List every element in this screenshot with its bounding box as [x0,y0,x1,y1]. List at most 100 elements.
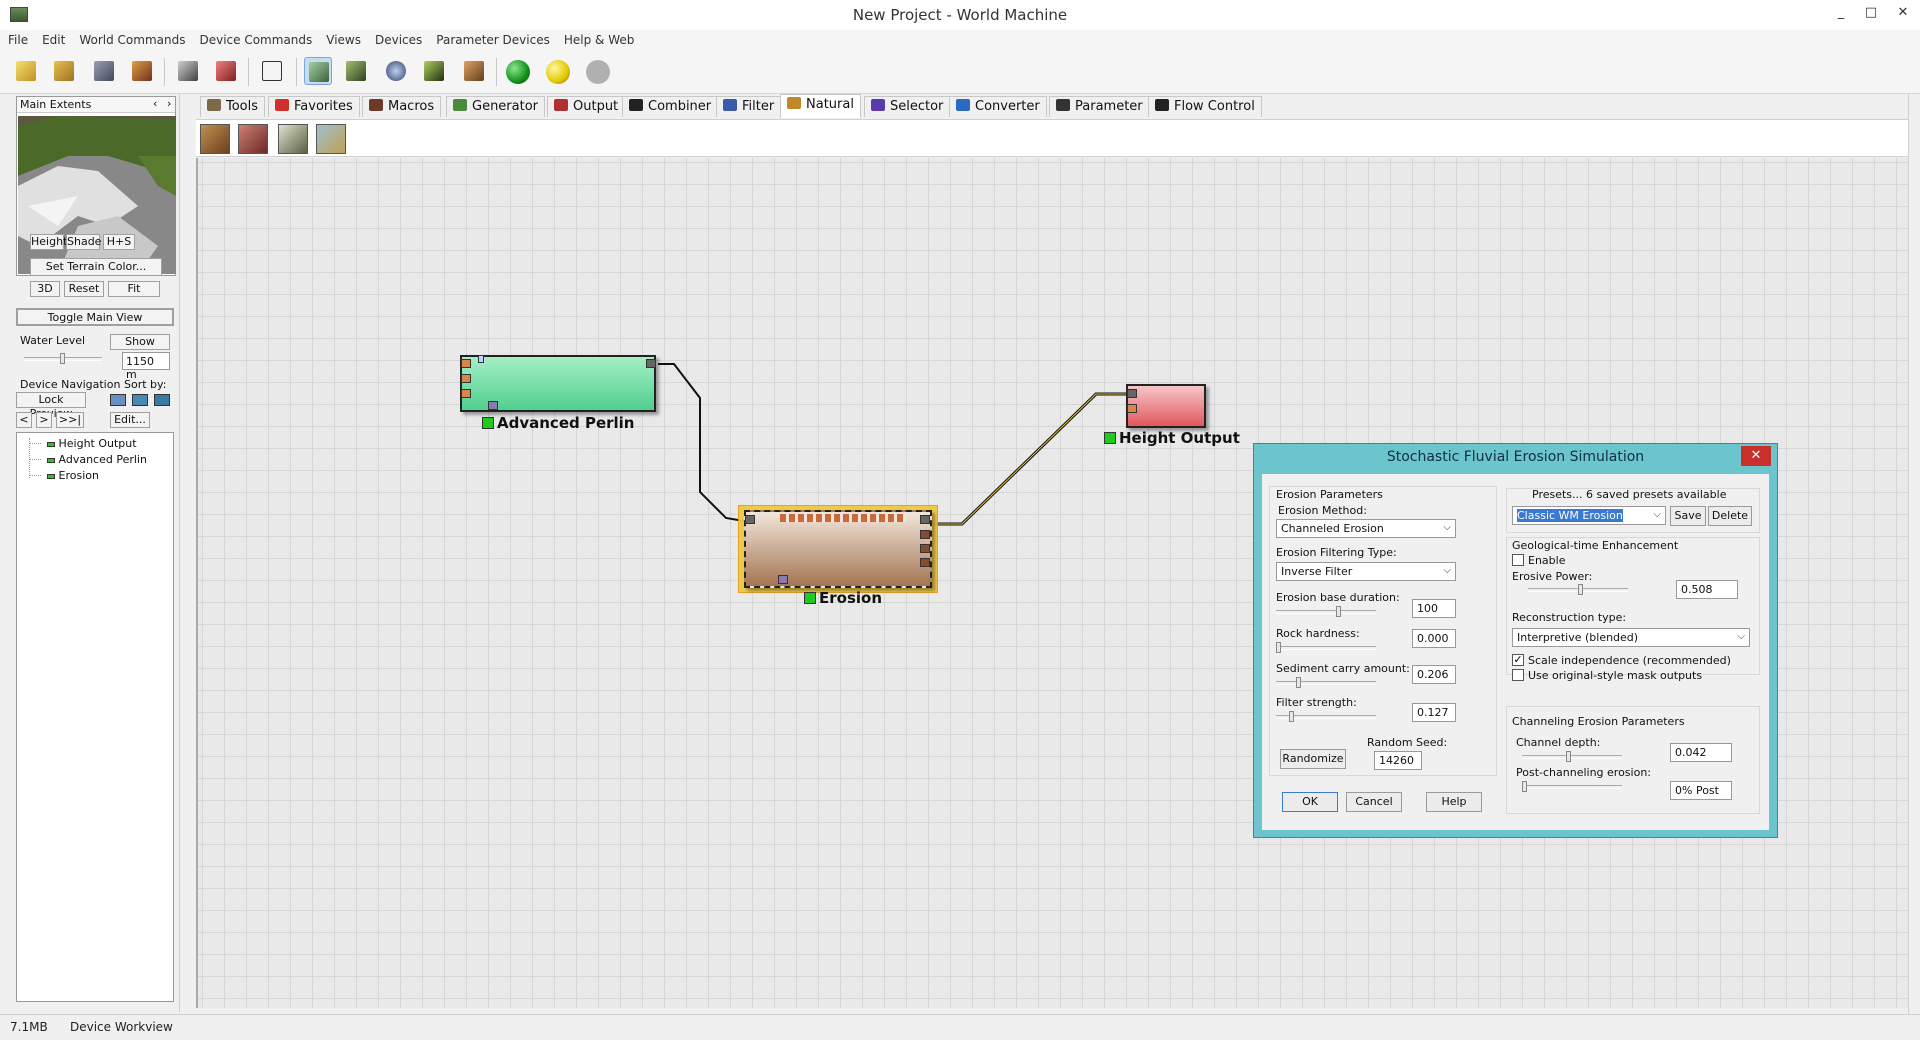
output-port[interactable] [920,558,930,567]
3d-button[interactable]: 3D [30,281,60,297]
build-gray-icon[interactable] [586,60,610,84]
water-level-field[interactable]: 1150 m [122,352,170,381]
height-output-node[interactable] [1126,384,1206,428]
menu-edit[interactable]: Edit [42,33,66,47]
preset-delete-button[interactable]: Delete [1708,506,1752,526]
rock-hardness-slider[interactable] [1276,642,1376,653]
coastal-erosion-icon[interactable] [316,124,346,154]
mask-port[interactable] [488,401,498,410]
build-green-icon[interactable] [506,60,530,84]
tab-generator[interactable]: Generator [446,96,546,117]
base-duration-field[interactable]: 100 [1412,599,1456,618]
menu-views[interactable]: Views [326,33,361,47]
menu-device-commands[interactable]: Device Commands [199,33,313,47]
input-port[interactable] [1127,404,1137,413]
input-port[interactable] [461,389,471,398]
workview-icon[interactable] [304,57,332,85]
input-port[interactable] [745,515,755,524]
mask-port[interactable] [778,575,788,584]
preset-save-button[interactable]: Save [1670,506,1706,526]
tab-flow-control[interactable]: Flow Control [1148,96,1262,117]
tree-item[interactable]: Height Output [29,437,137,450]
snowfall-icon[interactable] [278,124,308,154]
reconstruction-select[interactable]: Interpretive (blended)⌵ [1512,628,1750,647]
close-window-button[interactable]: ✕ [1897,5,1909,20]
cancel-button[interactable]: Cancel [1346,792,1402,812]
new-project-icon[interactable] [12,57,40,85]
nav-back-button[interactable]: < [16,412,32,428]
height-view-button[interactable]: Height [30,234,68,250]
post-channel-slider[interactable] [1522,781,1622,792]
thermal-erosion-icon[interactable] [238,124,268,154]
tab-macros[interactable]: Macros [362,96,442,117]
tree-item[interactable]: Erosion [29,469,99,482]
sediment-slider[interactable] [1276,677,1376,688]
water-level-slider[interactable] [24,353,102,364]
maximize-button[interactable]: □ [1864,5,1878,20]
erosion-device-icon[interactable] [200,124,230,154]
filter-strength-slider[interactable] [1276,711,1376,722]
filtering-type-select[interactable]: Inverse Filter⌵ [1276,562,1456,581]
shade-view-button[interactable]: Shade [66,234,102,250]
output-port[interactable] [920,515,930,524]
terrain-preview-image[interactable] [18,116,176,274]
build-yellow-icon[interactable] [546,60,570,84]
random-seed-field[interactable]: 14260 [1374,751,1422,770]
render-extents-icon[interactable] [174,57,202,85]
tab-selector[interactable]: Selector [864,96,951,117]
dialog-close-button[interactable]: ✕ [1741,446,1771,466]
save-icon[interactable] [90,57,118,85]
random-dice-icon[interactable] [258,57,286,85]
help-button[interactable]: Help [1426,792,1482,812]
preset-select[interactable]: Classic WM Erosion⌵ [1512,506,1666,525]
mask-outputs-checkbox[interactable] [1512,669,1524,681]
output-port[interactable] [920,530,930,539]
base-duration-slider[interactable] [1276,606,1376,617]
input-port[interactable] [461,374,471,383]
height-shade-view-button[interactable]: H+S [103,234,135,250]
ok-button[interactable]: OK [1282,792,1338,812]
erosive-power-slider[interactable] [1528,584,1628,595]
sort-alpha-icon[interactable] [154,394,170,406]
erosive-power-field[interactable]: 0.508 [1676,580,1738,599]
post-channel-field[interactable]: 0% Post [1670,781,1732,800]
render-icon[interactable] [212,57,240,85]
tab-combiner[interactable]: Combiner [622,96,719,117]
menu-file[interactable]: File [8,33,29,47]
tree-item[interactable]: Advanced Perlin [29,453,147,466]
fit-button[interactable]: Fit [108,281,160,297]
tab-natural[interactable]: Natural [780,94,861,118]
input-port[interactable] [1127,389,1137,398]
layout-view-icon[interactable] [342,57,370,85]
prev-extent-arrow-icon[interactable]: ‹ [153,97,158,110]
vertical-scrollbar[interactable] [1908,94,1920,1014]
advanced-perlin-node[interactable] [460,355,656,412]
tab-favorites[interactable]: Favorites [268,96,360,117]
nav-forward-button[interactable]: > [36,412,52,428]
rock-hardness-field[interactable]: 0.000 [1412,629,1456,648]
menu-help-web[interactable]: Help & Web [563,33,635,47]
tab-parameter[interactable]: Parameter [1049,96,1150,117]
globe-view-icon[interactable] [382,57,410,85]
water-show-button[interactable]: Show [110,334,170,350]
input-port[interactable] [461,359,471,368]
output-port[interactable] [920,544,930,553]
output-port[interactable] [646,359,656,368]
sort-type-icon[interactable] [132,394,148,406]
menu-parameter-devices[interactable]: Parameter Devices [436,33,550,47]
filter-strength-field[interactable]: 0.127 [1412,703,1456,722]
parameter-port[interactable] [478,355,484,363]
minimize-button[interactable]: _ [1837,5,1845,20]
tab-converter[interactable]: Converter [949,96,1047,117]
sort-list-icon[interactable] [110,394,126,406]
sediment-field[interactable]: 0.206 [1412,665,1456,684]
randomize-button[interactable]: Randomize [1280,749,1346,769]
erosion-method-select[interactable]: Channeled Erosion⌵ [1276,519,1456,538]
save-as-icon[interactable] [128,57,156,85]
tab-filter[interactable]: Filter [716,96,782,117]
channel-depth-field[interactable]: 0.042 [1670,743,1732,762]
edit-nav-button[interactable]: Edit... [110,412,150,428]
texture-view-icon[interactable] [460,57,488,85]
reset-button[interactable]: Reset [64,281,104,297]
channel-depth-slider[interactable] [1522,751,1622,762]
